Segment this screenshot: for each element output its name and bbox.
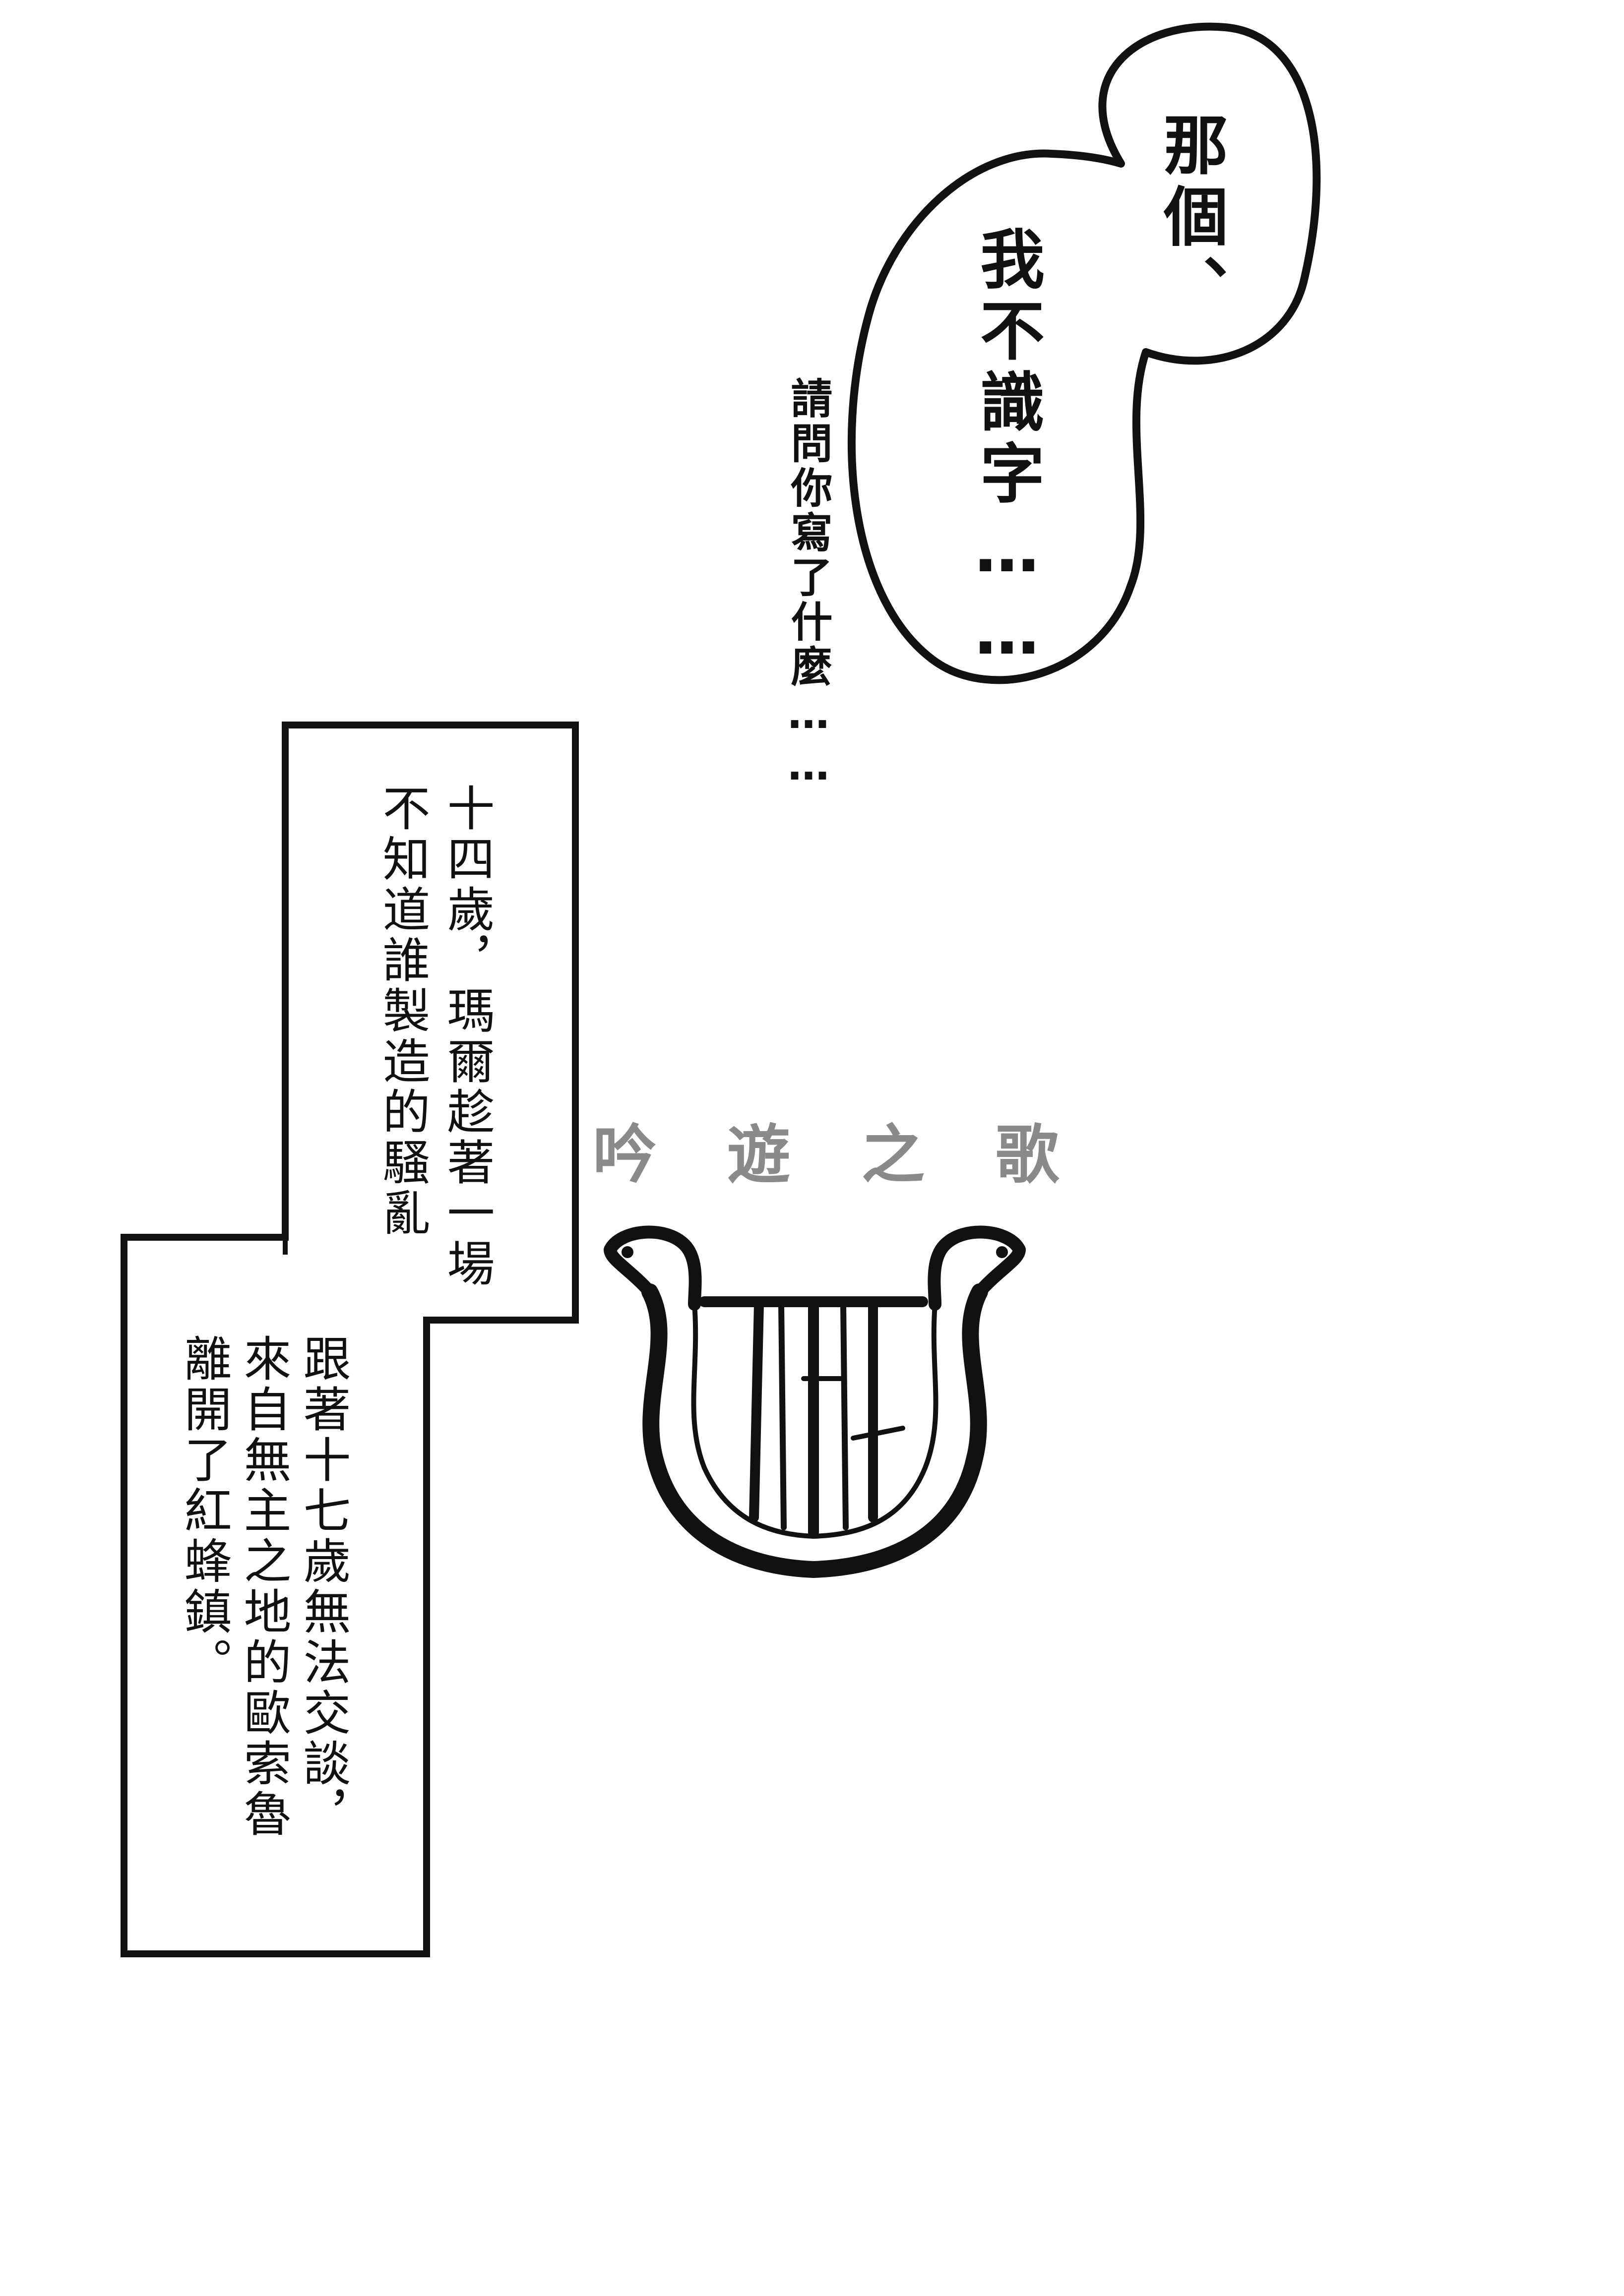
caption-2-line-3: 離開了紅蜂鎮。 (176, 1334, 232, 1688)
caption-2-line-2: 來自無主之地的歐索魯 (236, 1334, 291, 1840)
caption-1-line-1: 十四歲，瑪爾趁著一場 (439, 784, 495, 1289)
speech-line-1: 那個、 (1153, 112, 1228, 326)
logo-title-char: 遊 (727, 1118, 791, 1192)
logo-title-char: 歌 (995, 1118, 1059, 1192)
speech-line-2: 我不識字…… (969, 226, 1045, 676)
caption-1-line-2: 不知道誰製造的騷亂 (375, 784, 430, 1239)
logo-title-char: 之 (861, 1118, 925, 1192)
whisper-text: 請問你寫了什麼…… (784, 377, 833, 792)
logo-title: 吟 遊 之 歌 (593, 1103, 1059, 1195)
logo-title-char: 吟 (593, 1118, 657, 1192)
caption-2-line-1: 跟著十七歲無法交談， (295, 1334, 351, 1840)
